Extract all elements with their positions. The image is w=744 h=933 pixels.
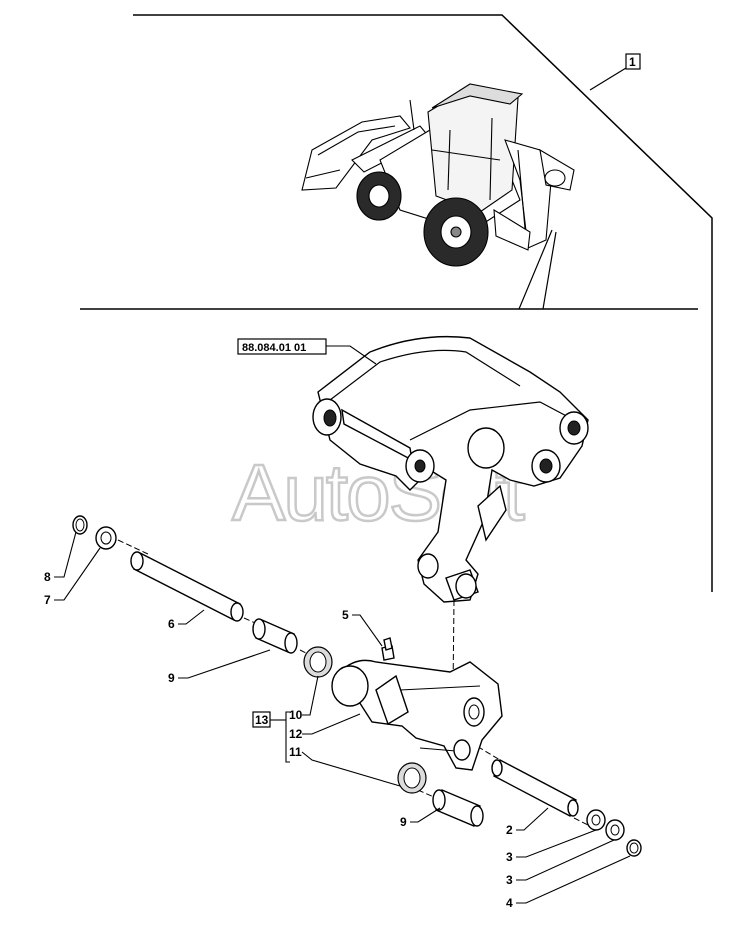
callout-5: 5: [342, 608, 349, 622]
washer-part-7: [95, 526, 117, 550]
callout-2: 2: [506, 823, 513, 837]
bushing-part-10: [303, 646, 333, 678]
callout-10: 10: [289, 708, 303, 722]
callout-6: 6: [168, 617, 175, 631]
pin-part-2: [491, 759, 579, 817]
callout-3-first: 3: [506, 850, 513, 864]
reference-code: 88.084.01 01: [242, 342, 306, 354]
pin-part-6: [130, 551, 244, 622]
circlip-part-4: [626, 839, 642, 857]
grease-nipple-part-5: [381, 637, 395, 661]
boxed-label-1: 1: [629, 55, 636, 69]
bushing-part-9-lower: [432, 789, 484, 827]
callout-11: 11: [289, 745, 302, 759]
callout-labels: 8 7 6 9 5 10 12 11 9 2 3 3 4: [44, 570, 513, 910]
boxed-label-bracket-assembly: 13: [252, 711, 271, 728]
bushing-part-9-upper: [252, 618, 298, 654]
callout-12: 12: [289, 727, 303, 741]
machine-view-frame: [80, 14, 713, 592]
boxed-label-assembly: 1: [625, 53, 641, 70]
washer-part-3-first: [586, 809, 606, 831]
reference-label: 88.084.01 01: [237, 338, 377, 365]
callout-3-second: 3: [506, 873, 513, 887]
callout-7: 7: [44, 593, 51, 607]
boxed-label-13: 13: [255, 713, 269, 727]
callout-4: 4: [506, 896, 513, 910]
leader-lines: [54, 531, 631, 904]
bushing-part-11: [397, 762, 427, 794]
callout-8: 8: [44, 570, 51, 584]
circlip-part-8: [72, 515, 88, 535]
backhoe-loader-illustration: [301, 83, 575, 267]
swing-frame-assembly: [312, 335, 589, 603]
washer-part-3-second: [605, 819, 625, 841]
bracket-part-12: [331, 659, 503, 771]
callout-9-lower: 9: [400, 815, 407, 829]
callout-9-upper: 9: [168, 671, 175, 685]
